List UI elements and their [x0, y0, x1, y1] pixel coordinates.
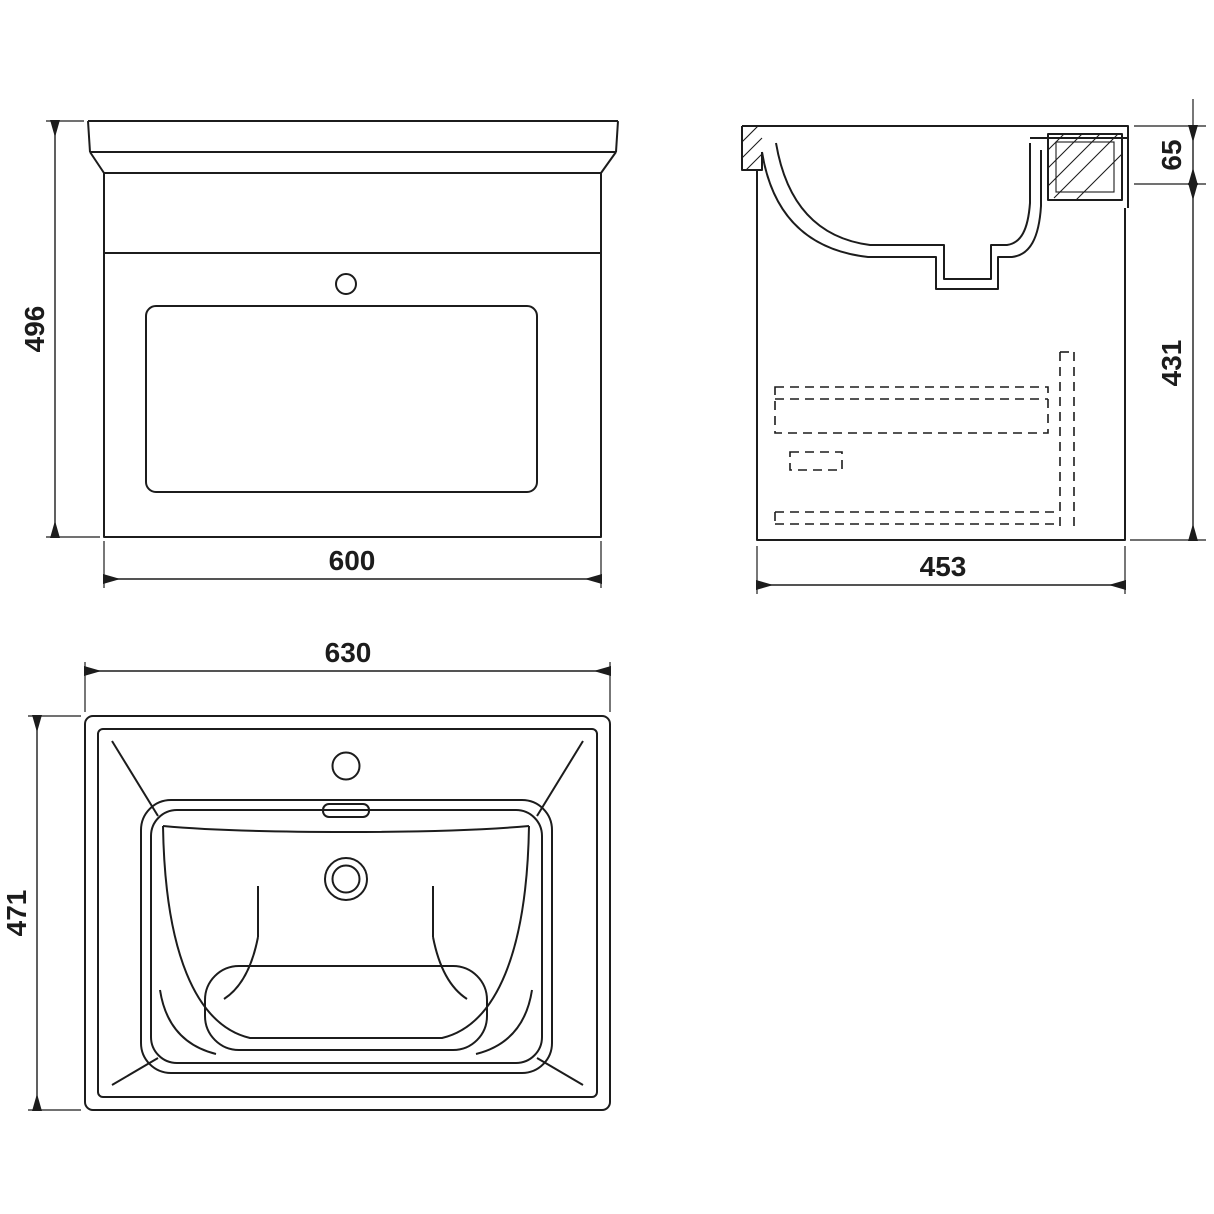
side-cabinet-outline — [756, 170, 1126, 541]
bowl-corner-fillet — [159, 989, 217, 1055]
slope-contour-curve — [223, 936, 259, 1000]
plan-bowl-contours — [159, 825, 533, 1055]
hatch-line — [741, 137, 763, 159]
plan-tap-hole — [331, 751, 361, 781]
corner-diagonal — [111, 1057, 159, 1086]
hatch-line — [1047, 133, 1101, 187]
side-basin-height-label: 65 — [1156, 139, 1187, 170]
front-view: 496 600 — [19, 119, 619, 588]
side-back-bracket-inner — [1055, 141, 1115, 193]
side-cabinet-height-dimension: 431 — [1130, 182, 1206, 542]
hidden-fixing-block — [789, 451, 843, 471]
slope-contour-curve — [432, 936, 468, 1000]
plan-width-label: 630 — [325, 637, 372, 668]
side-bowl-outer — [761, 150, 1042, 290]
side-depth-dimension: 453 — [755, 546, 1127, 594]
bowl-flat-bottom — [204, 965, 488, 1051]
front-tap-hole — [335, 273, 357, 295]
plan-depth-dimension: 471 — [1, 714, 81, 1112]
hatch-line — [1053, 133, 1119, 199]
side-back-bracket — [1047, 133, 1123, 201]
plan-width-dimension: 630 — [83, 637, 612, 712]
plan-depth-label: 471 — [1, 890, 32, 937]
hatch-line — [741, 125, 759, 143]
side-basin-deck — [742, 125, 1129, 208]
front-width-label: 600 — [329, 545, 376, 576]
front-cabinet-outline — [103, 172, 602, 538]
front-basin-top-slab — [87, 120, 619, 153]
side-view: 65 431 453 — [741, 99, 1206, 594]
hatch-line — [1075, 153, 1123, 201]
front-drawer-panel — [145, 305, 538, 493]
bowl-slope-outer — [162, 825, 530, 1039]
plan-overflow-slot — [322, 803, 370, 818]
side-basin-height-dimension: 65 — [1134, 99, 1206, 186]
plan-waste-drain-inner — [331, 864, 361, 894]
plan-view: 630 471 — [1, 637, 612, 1112]
side-bowl-inner — [775, 142, 1031, 280]
bowl-back-edge — [162, 825, 530, 833]
plan-waste-drain-outer — [324, 857, 368, 901]
side-cabinet-height-label: 431 — [1156, 340, 1187, 387]
front-height-label: 496 — [19, 306, 50, 353]
hatch-line — [745, 153, 763, 171]
corner-diagonal — [536, 740, 584, 817]
bowl-corner-fillet — [475, 989, 533, 1055]
plan-inner-rim — [97, 728, 598, 1098]
side-section-hatch — [741, 125, 1123, 201]
hidden-drawer-box — [774, 386, 1049, 434]
front-width-dimension: 600 — [102, 541, 603, 588]
hatch-line — [1047, 133, 1083, 169]
plan-outer-rim — [84, 715, 611, 1111]
side-hidden-drawer-lines — [774, 351, 1075, 526]
plan-bowl-rim-inner — [150, 809, 543, 1064]
side-front-lip — [741, 126, 763, 171]
corner-diagonal — [111, 740, 159, 817]
hatch-line — [1047, 133, 1065, 151]
front-height-dimension: 496 — [19, 119, 100, 539]
side-depth-label: 453 — [920, 551, 967, 582]
plan-bowl-rim-outer — [140, 799, 553, 1074]
front-basin-skirt — [89, 151, 617, 174]
